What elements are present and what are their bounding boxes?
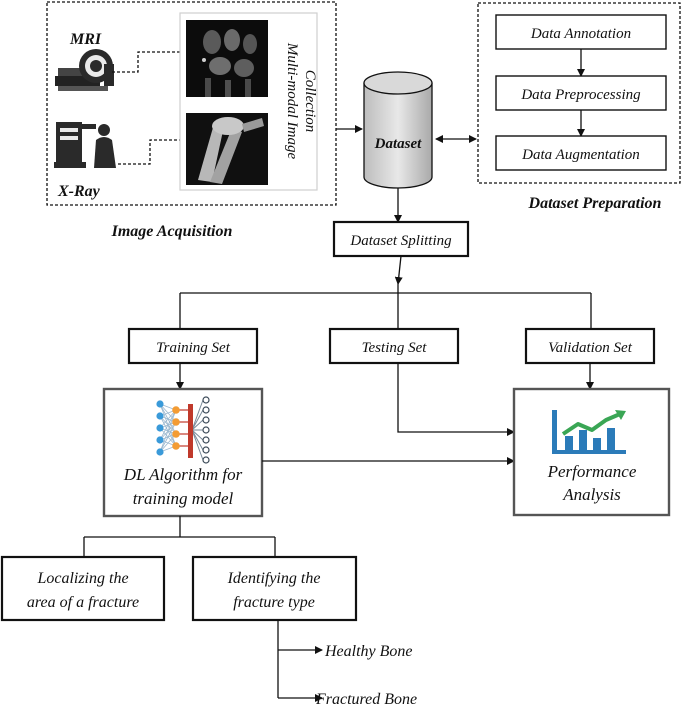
image-acquisition-title: Image Acquisition (111, 223, 233, 240)
mri-connector (112, 51, 183, 73)
data-annotation-box (495, 14, 667, 50)
dl-algorithm-label-line2: training model (133, 489, 234, 508)
localizing-label-line1: Localizing the (36, 570, 128, 587)
testing-to-performance-arrow (397, 363, 515, 436)
xray-machine-icon (54, 122, 116, 168)
performance-label-line2: Analysis (562, 485, 621, 504)
xray-image (186, 113, 268, 185)
chart-axis-bar (552, 410, 557, 454)
nn-input-node (156, 400, 164, 408)
data-augmentation-box (495, 135, 667, 171)
nn-output-node (202, 436, 210, 444)
nn-hidden-node (172, 406, 180, 414)
identifying-label-line2: fracture type (233, 594, 315, 611)
identifying-label-line1: Identifying the (227, 570, 321, 587)
localizing-label-line2: area of a fracture (27, 594, 139, 611)
dataset-splitting-box (332, 220, 470, 258)
performance-chart-icon (552, 410, 626, 454)
data-preprocessing-box (495, 75, 667, 111)
testing-set-label: Testing Set (362, 340, 428, 356)
data-preprocessing-label: Data Preprocessing (520, 87, 641, 103)
dataset-splitting-label: Dataset Splitting (349, 233, 452, 249)
outcome-connectors (277, 620, 323, 702)
dataset-label: Dataset (374, 136, 422, 152)
data-annotation-label: Data Annotation (530, 26, 631, 42)
validation-set-box (524, 327, 656, 365)
chart-baseline (552, 450, 626, 454)
xray-label: X-Ray (57, 183, 101, 200)
nn-hidden-node (172, 430, 180, 438)
localizing-box (0, 555, 166, 622)
nn-input-node (156, 424, 164, 432)
collection-label-line1: Multi-modal Image (284, 42, 300, 160)
dataset-cylinder (363, 71, 433, 189)
training-set-box (127, 327, 259, 365)
nn-output-node (202, 406, 210, 414)
collection-label-line2: Collection (302, 70, 318, 133)
nn-hidden-node (172, 442, 180, 450)
fractured-bone-label: Fractured Bone (315, 691, 417, 708)
testing-set-box (328, 327, 460, 365)
dataset-preparation-title: Dataset Preparation (528, 195, 662, 212)
identifying-box (191, 555, 358, 622)
validation-set-label: Validation Set (548, 340, 633, 356)
performance-label-line1: Performance (547, 462, 637, 481)
nn-input-node (156, 436, 164, 444)
nn-input-node (156, 412, 164, 420)
mri-scanner-icon (55, 49, 114, 91)
image-acquisition-panel: MRI X-Ray (46, 1, 337, 206)
mri-image (186, 20, 268, 97)
nn-output-node (202, 446, 210, 454)
neural-network-icon (156, 396, 210, 464)
xray-connector (118, 139, 183, 165)
healthy-bone-label: Healthy Bone (324, 643, 413, 660)
nn-input-node (156, 448, 164, 456)
nn-output-node (202, 426, 210, 434)
dl-algorithm-label-line1: DL Algorithm for (123, 465, 243, 484)
nn-hidden-node (172, 418, 180, 426)
training-set-label: Training Set (156, 340, 231, 356)
nn-output-node (202, 456, 210, 464)
nn-output-node (202, 416, 210, 424)
dataset-preparation-panel: Data Annotation Data Preprocessing Data … (477, 2, 681, 184)
data-augmentation-label: Data Augmentation (521, 147, 640, 163)
nn-layer-bar (188, 404, 193, 458)
task-connectors (83, 516, 276, 557)
mri-label: MRI (69, 31, 102, 48)
nn-output-node (202, 396, 210, 404)
split-connectors (179, 255, 592, 329)
